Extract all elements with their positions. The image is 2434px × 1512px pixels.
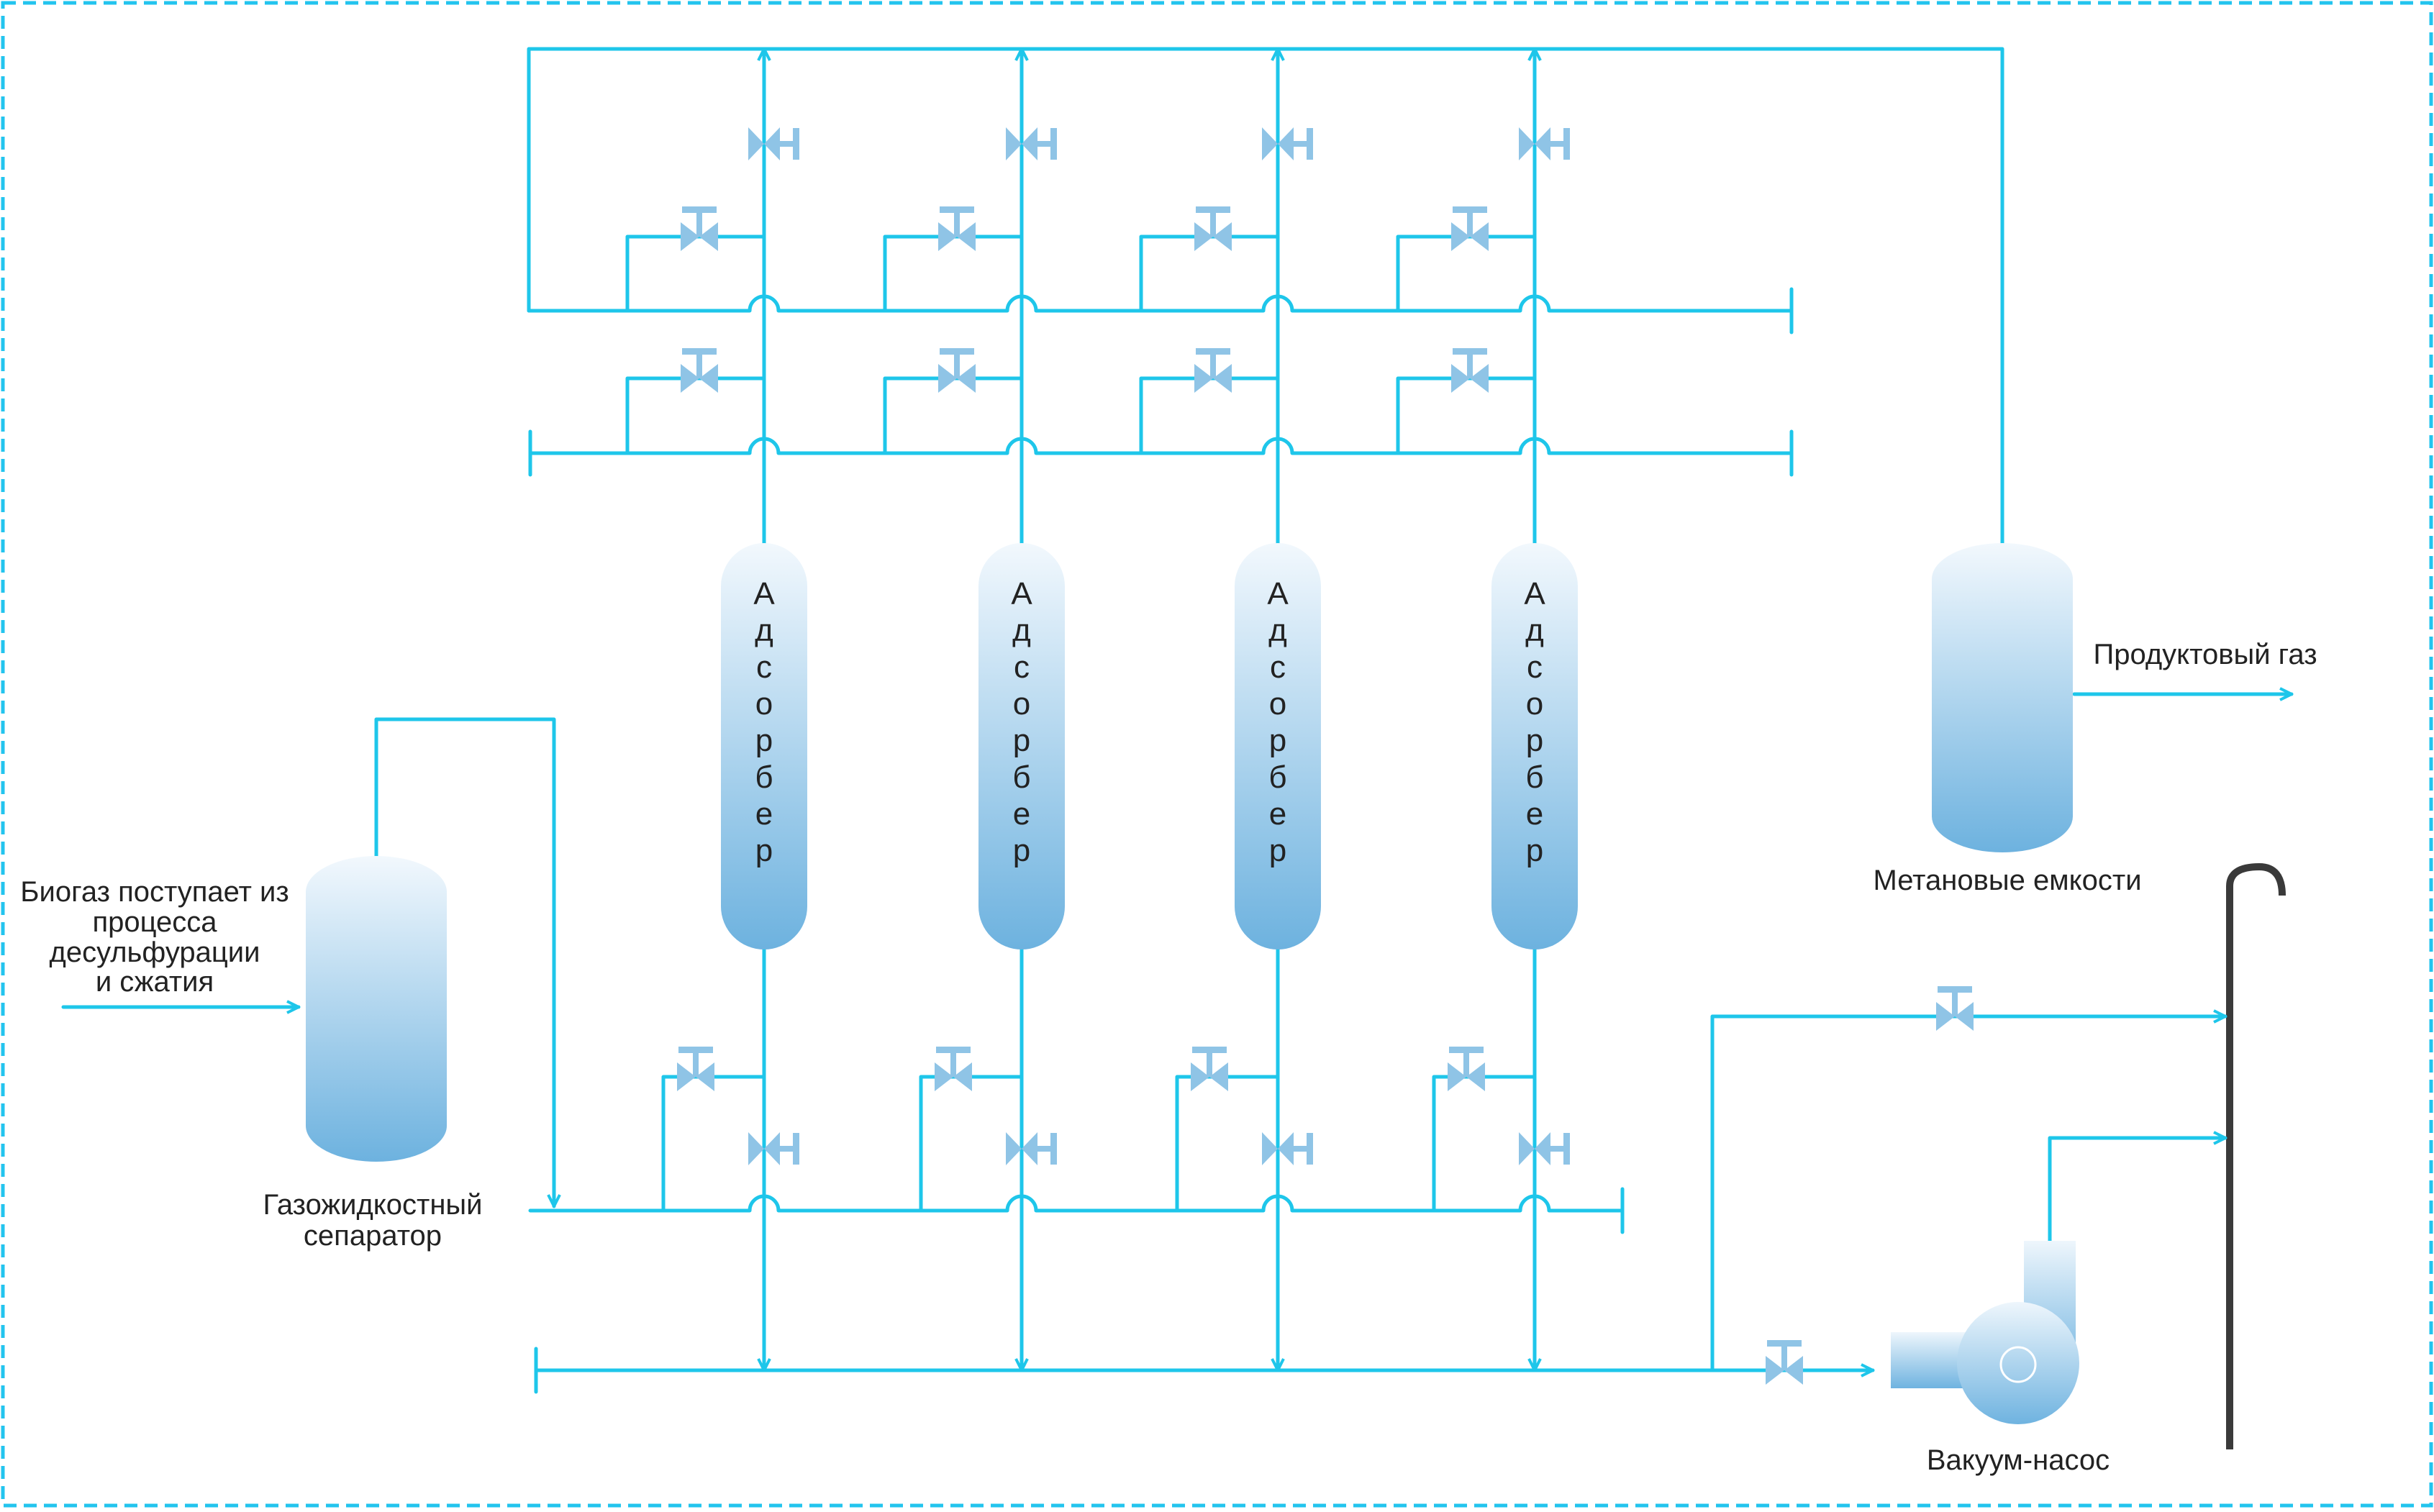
pipe-0 [527,294,1794,313]
pipe-19 [883,376,1024,455]
vacuum-pump-label: Вакуум-насос [1927,1444,2110,1476]
valve-group [677,127,1974,1385]
globe-valve-icon-upper-3 [1194,206,1232,251]
globe-valve-icon-lower-3 [1194,348,1232,393]
globe-valve-icon-upper-2 [938,206,976,251]
pipe-14 [625,376,766,455]
pipe-32 [374,717,554,1208]
pipe-23 [1139,234,1280,313]
adsorber-vessel-1 [721,543,807,949]
pipe-18 [883,234,1024,313]
pipe-29 [1396,376,1537,455]
pipe-24 [1139,376,1280,455]
separator-vessel [306,856,447,1162]
label-group: Биогаз поступает из процесса десульфурац… [20,576,2317,1476]
methane-tank-vessel [1932,543,2073,852]
pipe-13 [625,234,766,313]
pipe-20 [919,1075,1024,1213]
adsorber-vessel-4 [1491,543,1578,949]
separator-label-line-1: Газожидкостный [263,1189,482,1221]
pipe-5 [528,1194,1625,1213]
gate-valve-icon-bottom-4 [1519,1132,1570,1165]
pipe-2 [528,437,1794,455]
pipe-28 [1396,234,1537,313]
vacuum-pump-icon [1891,1241,2079,1424]
pipe-15 [661,1075,766,1213]
adsorber-vessel-2 [978,543,1065,949]
inlet-label-line-3: десульфурации [50,937,260,968]
pipe-34 [2048,1138,2228,1243]
globe-valve-icon-lower-2 [938,348,976,393]
gate-valve-icon-bottom-3 [1262,1132,1313,1165]
pipe-9 [527,47,2004,545]
globe-valve-icon-vent [1936,986,1974,1031]
gate-valve-icon-top-1 [748,127,799,160]
globe-valve-icon-lower-1 [681,348,718,393]
globe-valve-icon-feed-1 [677,1047,714,1091]
pipe-network [61,47,2294,1394]
gate-valve-icon-bottom-1 [748,1132,799,1165]
globe-valve-icon-feed-2 [935,1047,972,1091]
pipe-25 [1175,1075,1280,1213]
pipe-33 [1710,1016,2228,1372]
adsorber-vessel-3 [1235,543,1321,949]
product-gas-label: Продуктовый газ [2093,639,2317,670]
gate-valve-icon-top-2 [1006,127,1057,160]
inlet-label-line-1: Биогаз поступает из [20,876,289,908]
vessel-group [306,543,2073,1162]
vent-stack-icon [2226,862,2286,1449]
inlet-label-line-2: процесса [92,906,217,938]
globe-valve-icon-feed-3 [1191,1047,1228,1091]
globe-valve-icon-upper-1 [681,206,718,251]
gate-valve-icon-top-3 [1262,127,1313,160]
globe-valve-icon-feed-4 [1448,1047,1485,1091]
separator-label-line-2: сепаратор [304,1220,442,1252]
pipe-30 [1432,1075,1537,1213]
gate-valve-icon-bottom-2 [1006,1132,1057,1165]
globe-valve-icon-lower-4 [1451,348,1489,393]
inlet-label-line-4: и сжатия [96,966,214,998]
globe-valve-icon-vacuum [1766,1340,1803,1385]
gate-valve-icon-top-4 [1519,127,1570,160]
methane-tank-label: Метановые емкости [1873,865,2141,896]
globe-valve-icon-upper-4 [1451,206,1489,251]
